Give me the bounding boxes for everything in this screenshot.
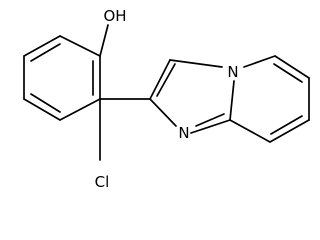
phenol-ring [23,35,101,121]
imidazole-ring [149,59,235,134]
pyridine-ring [229,55,310,143]
bond [229,80,235,121]
bond [23,98,61,121]
bond [229,119,271,143]
substituent-bonds [99,24,151,161]
bond [190,119,231,134]
molecule-structure: OH Cl N N [23,7,310,191]
double-bond [156,63,176,97]
double-bond [30,43,61,62]
bond [23,35,61,57]
hydroxyl-label: OH [103,7,126,25]
bond [59,35,101,57]
double-bond [270,115,303,135]
bond [149,98,177,127]
bond [243,55,276,68]
bond-to-hydroxyl [99,24,109,57]
double-bond [195,113,225,127]
double-bond [30,93,61,113]
double-bond [273,63,303,83]
bridgehead-nitrogen-label: N [227,63,238,81]
bond [169,59,223,68]
bond [269,119,310,143]
imine-nitrogen-label: N [178,124,189,142]
chlorine-label: Cl [95,173,110,191]
bond [149,59,171,100]
bond [274,55,310,79]
bond [59,98,101,121]
